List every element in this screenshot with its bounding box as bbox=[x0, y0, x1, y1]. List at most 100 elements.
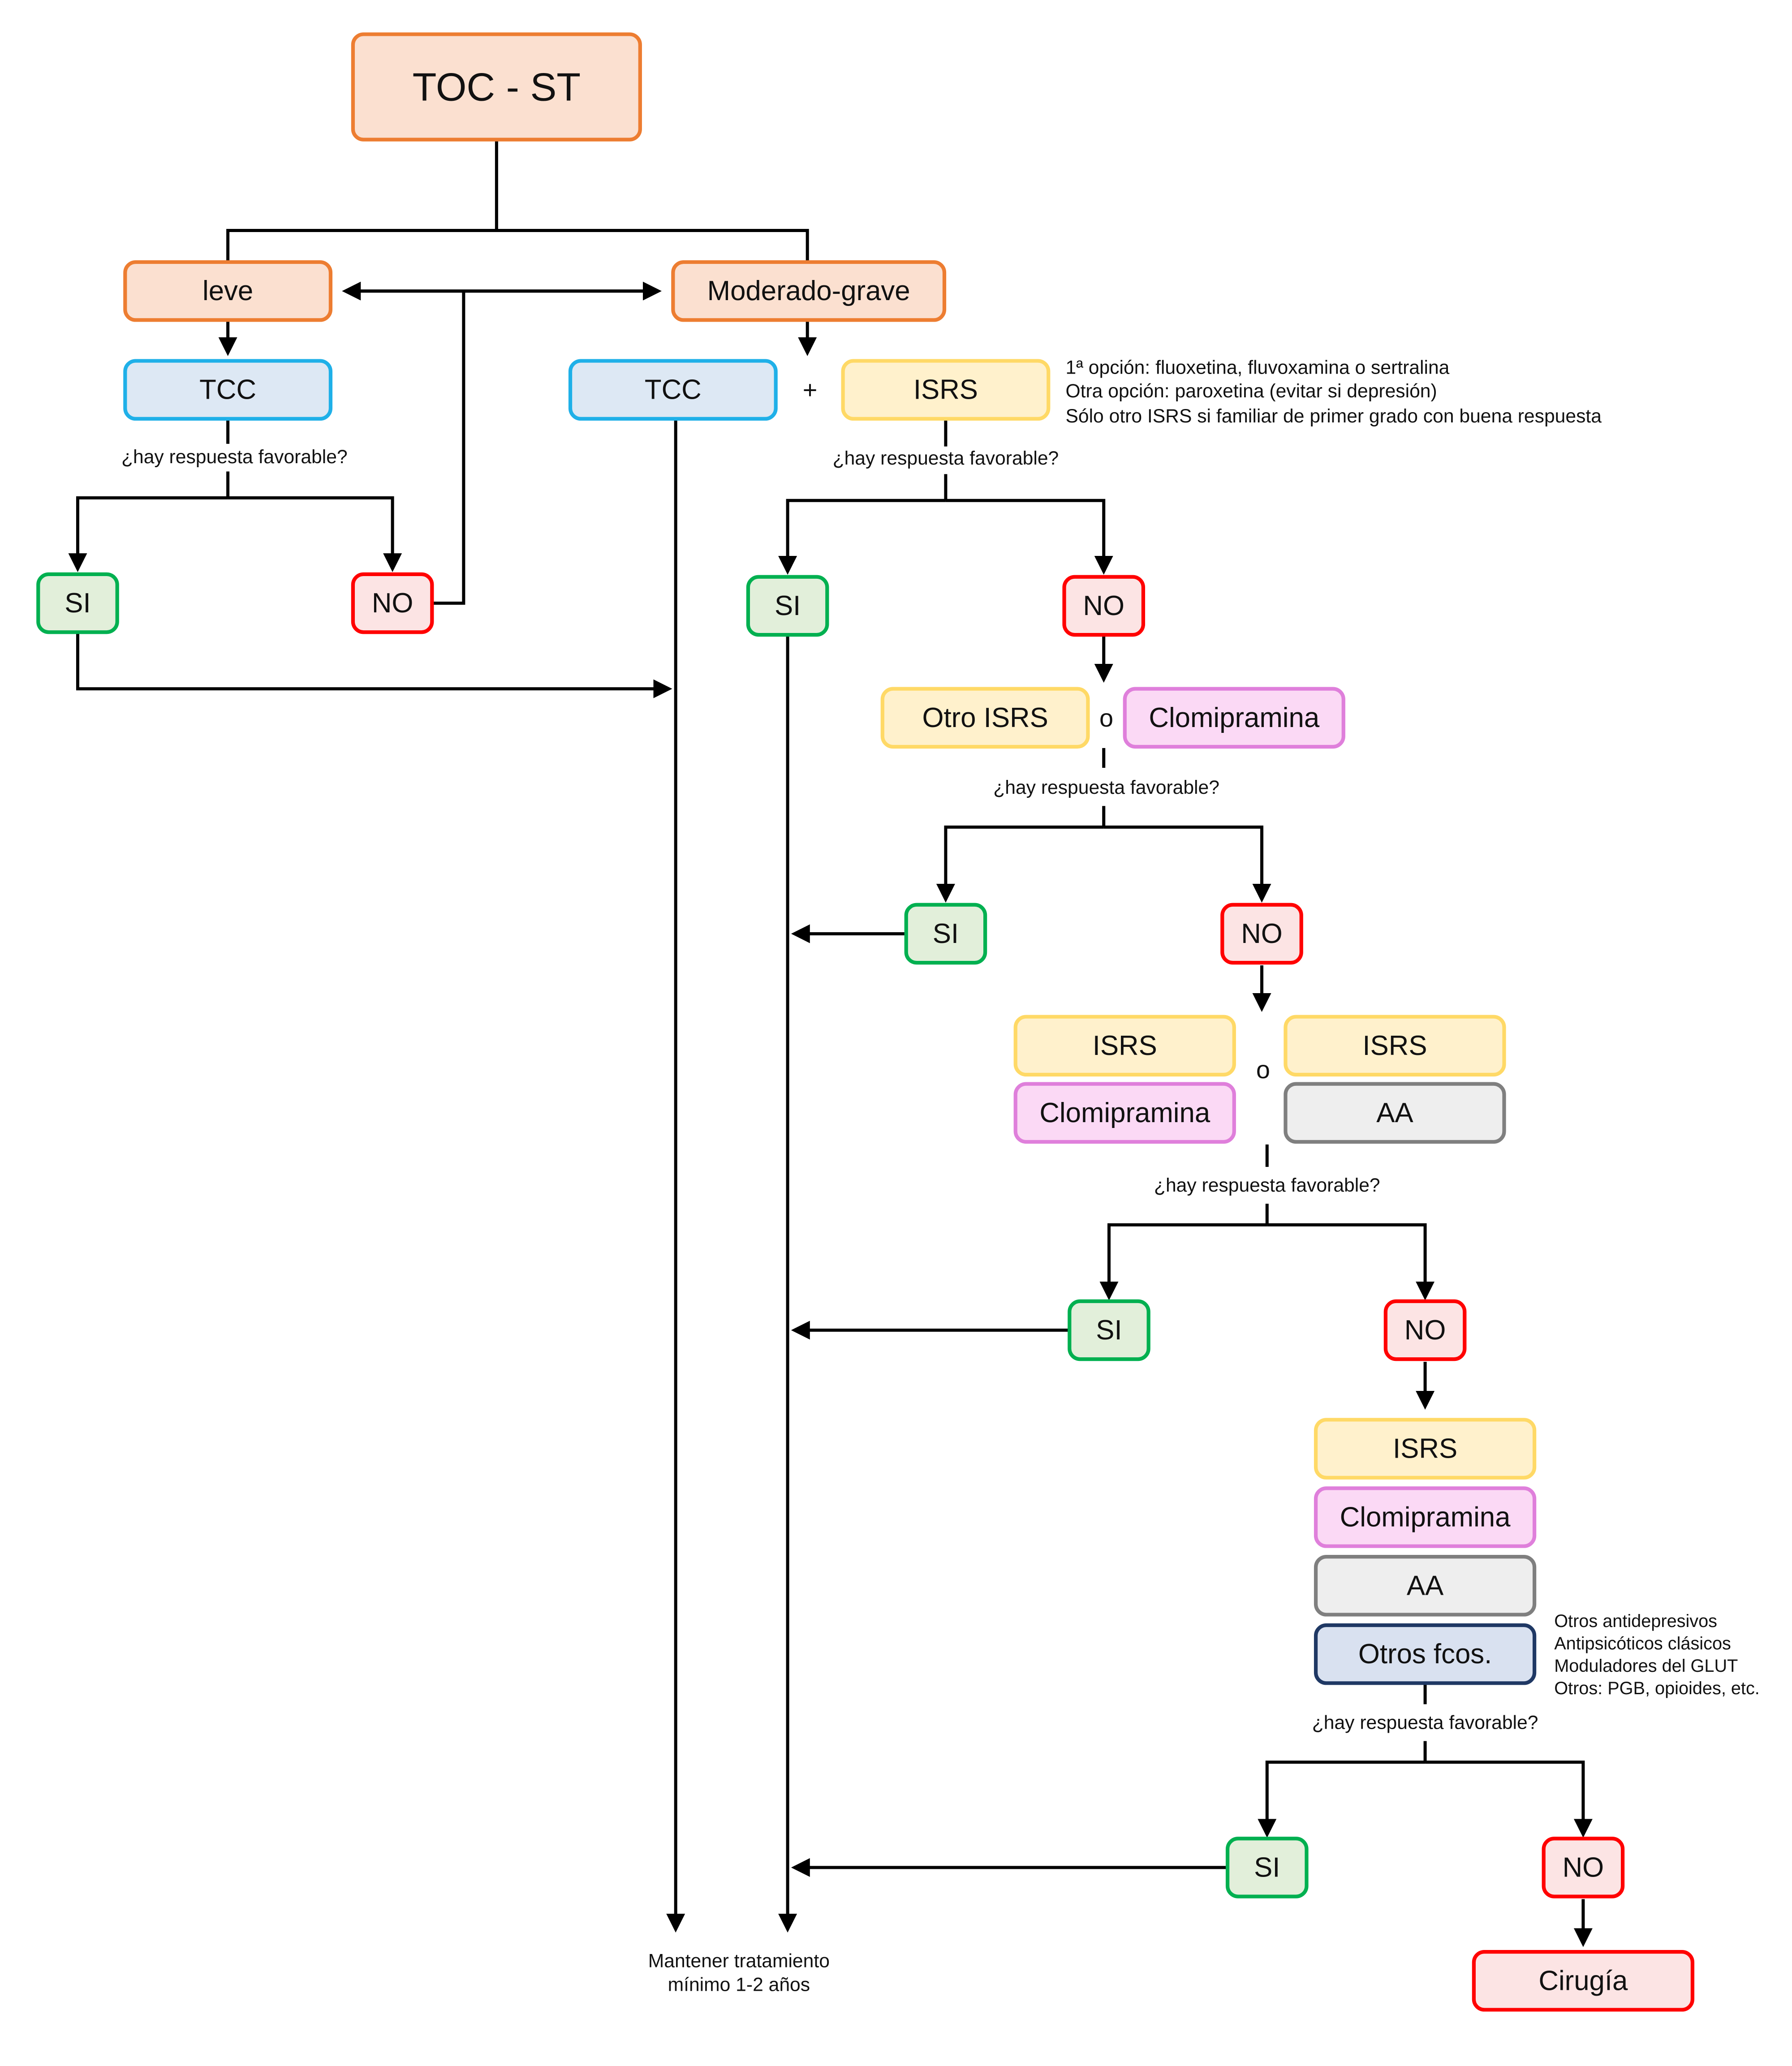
si-box-3-box bbox=[904, 903, 987, 965]
tcc-moderate-box-box bbox=[568, 359, 778, 421]
notes: + o o ¿hay respuesta favorable? ¿hay respues… bbox=[121, 357, 1760, 1995]
clomipramina-multi-box-label: Clomipramina bbox=[1340, 1502, 1511, 1532]
tcc-leve-box-box bbox=[123, 359, 333, 421]
otros-note-4: Otros: PGB, opioides, etc. bbox=[1554, 1679, 1760, 1698]
clomipramina-combo-box-label: Clomipramina bbox=[1039, 1098, 1210, 1128]
q4-branch-left bbox=[1099, 1223, 1267, 1300]
si-box-1-label: SI bbox=[65, 588, 90, 619]
isrs-multi-box-box bbox=[1314, 1418, 1537, 1480]
aa-combo-box-label: AA bbox=[1376, 1098, 1413, 1128]
si-box-1: SI bbox=[36, 572, 119, 634]
question-1: ¿hay respuesta favorable? bbox=[121, 446, 348, 468]
cirugia-box-label: Cirugía bbox=[1538, 1965, 1628, 1996]
isrs-combo-b-box: ISRS bbox=[1284, 1015, 1506, 1077]
clomipramina-multi-box-box bbox=[1314, 1486, 1537, 1548]
isrs-note-3: Sólo otro ISRS si familiar de primer gra… bbox=[1065, 405, 1602, 427]
otros-fcos-box-label: Otros fcos. bbox=[1358, 1639, 1492, 1670]
aa-multi-box: AA bbox=[1314, 1554, 1537, 1617]
no-box-3-label: NO bbox=[1241, 918, 1283, 949]
si-box-4-label: SI bbox=[1096, 1315, 1122, 1346]
no-box-4: NO bbox=[1383, 1299, 1467, 1361]
tcc-moderate-box-label: TCC bbox=[645, 374, 702, 405]
no-box-4-label: NO bbox=[1404, 1315, 1446, 1346]
no-box-5-label: NO bbox=[1563, 1852, 1604, 1883]
maintain-line-1: Mantener tratamiento bbox=[648, 1950, 830, 1972]
no-box-4-box bbox=[1383, 1299, 1467, 1361]
clomipramina-box-1-label: Clomipramina bbox=[1149, 702, 1319, 733]
isrs-note-2: Otra opción: paroxetina (evitar si depre… bbox=[1065, 380, 1437, 402]
question-4: ¿hay respuesta favorable? bbox=[1154, 1175, 1380, 1196]
no-box-1: NO bbox=[351, 572, 434, 634]
q1-branch-left bbox=[68, 496, 228, 572]
no-box-2: NO bbox=[1062, 575, 1146, 637]
or-label-2: o bbox=[1256, 1055, 1270, 1084]
si-box-2-label: SI bbox=[775, 590, 801, 621]
moderado-grave-box-label: Moderado-grave bbox=[707, 275, 910, 306]
q2-branch-left bbox=[778, 499, 946, 575]
leve-box-label: leve bbox=[202, 275, 253, 306]
tcc-leve-box-label: TCC bbox=[199, 374, 256, 405]
leve-box-box bbox=[123, 260, 333, 322]
si-box-3: SI bbox=[904, 903, 987, 965]
moderado-grave-box: Moderado-grave bbox=[671, 260, 947, 322]
isrs-combo-b-box-box bbox=[1284, 1015, 1506, 1077]
or-label-1: o bbox=[1099, 704, 1113, 732]
otro-isrs-box-box bbox=[880, 687, 1090, 749]
q5-branch-left bbox=[1258, 1760, 1426, 1838]
isrs-combo-a-box: ISRS bbox=[1013, 1015, 1236, 1077]
clomipramina-box-1-box bbox=[1123, 687, 1345, 749]
otros-note-1: Otros antidepresivos bbox=[1554, 1611, 1717, 1631]
q5-branch-right bbox=[1425, 1760, 1593, 1838]
si-box-4: SI bbox=[1068, 1299, 1150, 1361]
aa-multi-box-box bbox=[1314, 1554, 1537, 1617]
severity-branch bbox=[226, 229, 809, 261]
clomipramina-multi-box: Clomipramina bbox=[1314, 1486, 1537, 1548]
tcc-leve-box: TCC bbox=[123, 359, 333, 421]
clomipramina-combo-box: Clomipramina bbox=[1013, 1082, 1236, 1144]
isrs-multi-box-label: ISRS bbox=[1393, 1433, 1457, 1464]
no-box-2-box bbox=[1062, 575, 1146, 637]
otros-fcos-box: Otros fcos. bbox=[1314, 1623, 1537, 1685]
q3-branch-left bbox=[936, 825, 1104, 903]
si-box-2: SI bbox=[746, 575, 829, 637]
isrs-box-box bbox=[841, 359, 1051, 421]
clomipramina-combo-box-box bbox=[1013, 1082, 1236, 1144]
title-box-box bbox=[351, 32, 642, 142]
isrs-note-1: 1ª opción: fluoxetina, fluvoxamina o ser… bbox=[1065, 357, 1449, 378]
question-3: ¿hay respuesta favorable? bbox=[993, 777, 1219, 798]
no-box-3-box bbox=[1220, 903, 1303, 965]
otro-isrs-box: Otro ISRS bbox=[880, 687, 1090, 749]
q3-branch-right bbox=[1103, 825, 1271, 903]
si-box-5-label: SI bbox=[1254, 1852, 1280, 1883]
isrs-multi-box: ISRS bbox=[1314, 1418, 1537, 1480]
si-box-5-box bbox=[1225, 1837, 1309, 1898]
no-box-1-box bbox=[351, 572, 434, 634]
isrs-box: ISRS bbox=[841, 359, 1051, 421]
no-box-5: NO bbox=[1542, 1837, 1625, 1898]
no-box-5-box bbox=[1542, 1837, 1625, 1898]
q4-branch-right bbox=[1267, 1223, 1435, 1300]
si-box-4-box bbox=[1068, 1299, 1150, 1361]
question-5: ¿hay respuesta favorable? bbox=[1312, 1712, 1538, 1734]
otros-note-3: Moduladores del GLUT bbox=[1554, 1656, 1738, 1676]
aa-multi-box-label: AA bbox=[1407, 1570, 1444, 1601]
cirugia-box: Cirugía bbox=[1472, 1950, 1695, 2012]
clomipramina-box-1: Clomipramina bbox=[1123, 687, 1345, 749]
si-box-5: SI bbox=[1225, 1837, 1309, 1898]
si-box-2-box bbox=[746, 575, 829, 637]
question-2: ¿hay respuesta favorable? bbox=[833, 448, 1059, 469]
no-back-to-severity bbox=[432, 291, 465, 605]
si1-to-maintain bbox=[76, 633, 672, 698]
no-box-2-label: NO bbox=[1083, 590, 1124, 621]
isrs-box-label: ISRS bbox=[913, 374, 978, 405]
plus-sign: + bbox=[803, 376, 818, 404]
aa-combo-box-box bbox=[1284, 1082, 1506, 1144]
no-box-1-label: NO bbox=[372, 588, 414, 619]
moderado-grave-box-box bbox=[671, 260, 947, 322]
tcc-moderate-box: TCC bbox=[568, 359, 778, 421]
aa-combo-box: AA bbox=[1284, 1082, 1506, 1144]
otros-fcos-box-box bbox=[1314, 1623, 1537, 1685]
otro-isrs-box-label: Otro ISRS bbox=[922, 702, 1048, 733]
isrs-combo-a-box-box bbox=[1013, 1015, 1236, 1077]
